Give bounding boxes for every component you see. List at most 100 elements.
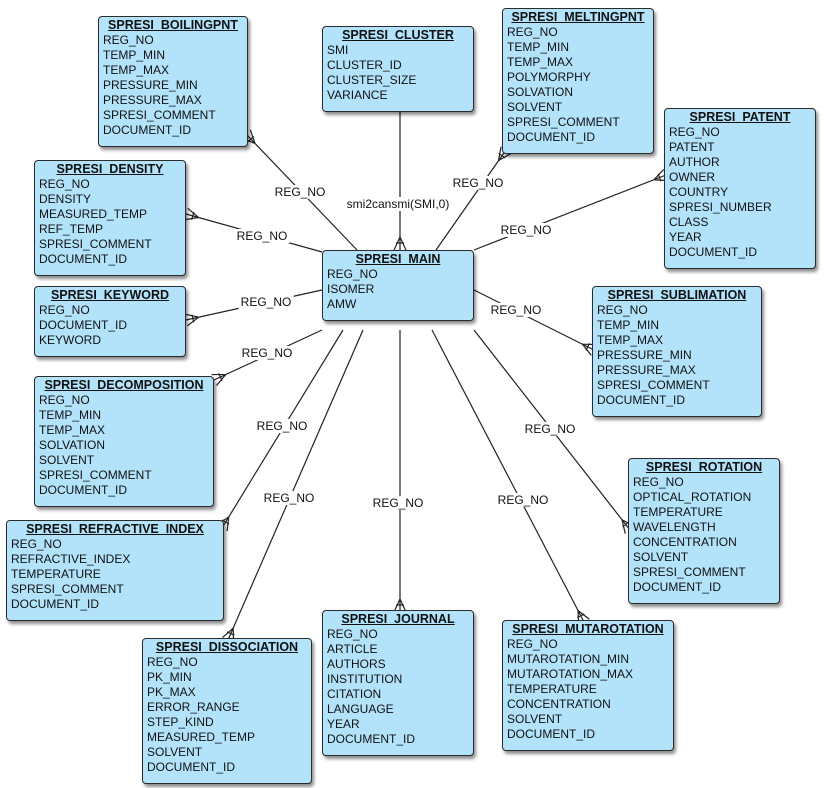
entity-field: REG_NO	[327, 267, 378, 281]
entity-field: DOCUMENT_ID	[507, 727, 596, 741]
relation-label: REG_NO	[238, 295, 294, 309]
entity-field: TEMP_MAX	[507, 55, 574, 69]
entity-field: TEMP_MAX	[39, 423, 106, 437]
entity-field: REG_NO	[633, 475, 684, 489]
entity-field: REG_NO	[597, 303, 648, 317]
relation-label: REG_NO	[272, 185, 328, 199]
entity-field: TEMPERATURE	[507, 682, 597, 696]
entity-field: SPRESI_COMMENT	[11, 582, 124, 596]
relation-label: REG_NO	[498, 223, 554, 237]
relation-label: REG_NO	[495, 493, 551, 507]
entity-field: SPRESI_NUMBER	[669, 200, 772, 214]
crows-foot-marker	[218, 373, 223, 381]
relation-label: REG_NO	[254, 419, 310, 433]
entity-field: PK_MIN	[147, 670, 192, 684]
entity-field: COUNTRY	[669, 185, 729, 199]
entity-field: YEAR	[327, 717, 360, 731]
entity-field: PRESSURE_MIN	[597, 348, 692, 362]
entity-field: PRESSURE_MAX	[103, 93, 202, 107]
crows-foot-marker	[247, 135, 255, 143]
entity-field: SOLVENT	[633, 550, 689, 564]
entity-field: WAVELENGTH	[633, 520, 716, 534]
entity-field: DOCUMENT_ID	[103, 123, 192, 137]
entity-field: KEYWORD	[39, 333, 102, 347]
entity-field: TEMP_MIN	[507, 40, 570, 54]
entity-field: TEMP_MIN	[103, 48, 166, 62]
entity-field: PRESSURE_MAX	[597, 363, 696, 377]
entity-field: DOCUMENT_ID	[147, 760, 236, 774]
crows-foot-marker	[191, 314, 195, 323]
entity-field: DOCUMENT_ID	[669, 245, 758, 259]
entity-field: DOCUMENT_ID	[11, 597, 100, 611]
entity-field: SOLVENT	[39, 453, 95, 467]
entity-field: REFRACTIVE_INDEX	[11, 552, 131, 566]
entity-field: DOCUMENT_ID	[39, 318, 128, 332]
entity-field: REG_NO	[507, 637, 558, 651]
entity-field: YEAR	[669, 230, 702, 244]
entity-field: DOCUMENT_ID	[597, 393, 686, 407]
entity-field: TEMP_MAX	[103, 63, 170, 77]
entity-title: SPRESI_CLUSTER	[342, 28, 454, 42]
relation-label: REG_NO	[522, 422, 578, 436]
entity-field: SPRESI_COMMENT	[103, 108, 216, 122]
entity-field: ERROR_RANGE	[147, 700, 240, 714]
entity-field: MUTAROTATION_MIN	[507, 652, 629, 666]
entity-title: SPRESI_DENSITY	[56, 162, 164, 176]
entity-field: SOLVENT	[507, 712, 563, 726]
entity-field: SPRESI_COMMENT	[39, 468, 152, 482]
entity-title: SPRESI_PATENT	[689, 110, 791, 124]
entity-field: REG_NO	[39, 177, 90, 191]
entity-field: PK_MAX	[147, 685, 196, 699]
entity-field: AMW	[327, 297, 357, 311]
crows-foot-marker	[221, 519, 230, 525]
entity-field: PRESSURE_MIN	[103, 78, 198, 92]
entity-field: POLYMORPHY	[507, 70, 591, 84]
entity-field: REG_NO	[103, 33, 154, 47]
entity-title: SPRESI_DISSOCIATION	[155, 640, 299, 654]
relation-label: REG_NO	[370, 496, 426, 510]
entity-field: PATENT	[669, 140, 715, 154]
crows-foot-marker	[585, 343, 591, 351]
entity-field: SPRESI_COMMENT	[39, 237, 152, 251]
entity-field: CLASS	[669, 215, 709, 229]
crows-foot-marker	[576, 613, 585, 619]
entity-field: CLUSTER_SIZE	[327, 73, 417, 87]
relation-label: REG_NO	[261, 491, 317, 505]
entity-field: DOCUMENT_ID	[633, 580, 722, 594]
entity-field: OWNER	[669, 170, 715, 184]
crows-foot-marker	[657, 173, 662, 182]
entity-field: SOLVATION	[507, 85, 574, 99]
entity-field: MUTAROTATION_MAX	[507, 667, 633, 681]
entity-field: SPRESI_COMMENT	[507, 115, 620, 129]
entity-field: DENSITY	[39, 192, 92, 206]
entity-field: TEMP_MIN	[39, 408, 102, 422]
entity-field: SPRESI_COMMENT	[633, 565, 746, 579]
entity-field: DOCUMENT_ID	[327, 732, 416, 746]
entity-field: LANGUAGE	[327, 702, 394, 716]
entity-title: SPRESI_ROTATION	[645, 460, 763, 474]
crows-foot-marker	[622, 521, 630, 528]
entity-title: SPRESI_SUBLIMATION	[607, 288, 747, 302]
